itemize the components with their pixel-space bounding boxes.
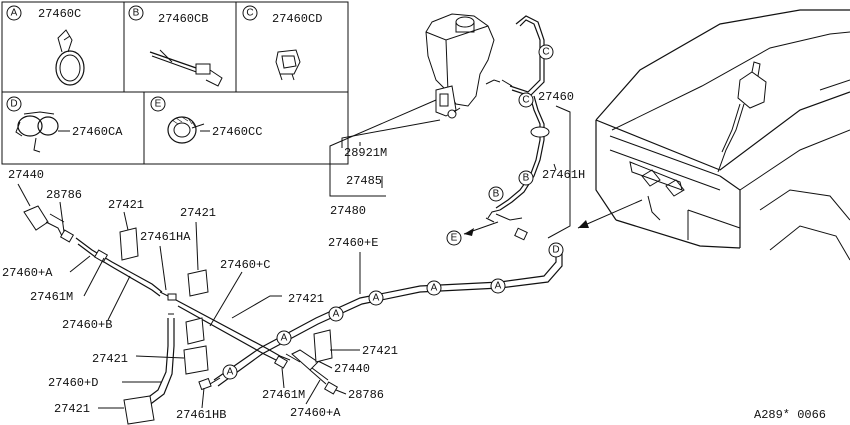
callout-c-2: C bbox=[518, 92, 534, 108]
svg-text:C: C bbox=[542, 47, 549, 58]
part-label: 27440 bbox=[8, 168, 44, 182]
callout-b-1: B bbox=[518, 170, 534, 186]
callout-a-4: A bbox=[490, 278, 506, 294]
tube-27460D bbox=[141, 313, 175, 407]
legend-cell-d: D 27460CA bbox=[6, 96, 123, 153]
legend-frame bbox=[1, 1, 349, 165]
svg-text:A: A bbox=[281, 333, 288, 344]
washer-nozzle-left bbox=[23, 205, 75, 243]
drawing-code: A289* 0066 bbox=[754, 408, 826, 422]
legend-part-number: 27460CC bbox=[212, 125, 262, 139]
check-valve-icon bbox=[59, 229, 75, 243]
svg-text:E: E bbox=[451, 233, 458, 244]
cable-tie-icon bbox=[149, 49, 223, 87]
legend-part-number: 27460CA bbox=[72, 125, 123, 139]
pad-27421-c bbox=[185, 317, 205, 345]
callout-a-2: A bbox=[368, 290, 384, 306]
part-label: 27460+E bbox=[328, 236, 378, 250]
svg-text:B: B bbox=[523, 173, 530, 184]
part-label: 27461HB bbox=[176, 408, 226, 422]
pad-27421-f bbox=[313, 329, 333, 363]
legend-part-number: 27460C bbox=[38, 7, 81, 21]
svg-text:B: B bbox=[133, 8, 140, 19]
callout-a-6: A bbox=[222, 364, 238, 380]
part-label: 27461M bbox=[262, 388, 305, 402]
legend-cell-c: C 27460CD bbox=[242, 5, 322, 81]
part-label: 27461H bbox=[542, 168, 585, 182]
svg-text:A: A bbox=[227, 367, 234, 378]
part-label: 27460+D bbox=[48, 376, 98, 390]
part-label: 27485 bbox=[346, 174, 382, 188]
callout-b-2: B bbox=[488, 186, 504, 202]
part-label: 27460+B bbox=[62, 318, 112, 332]
callout-d: D bbox=[548, 242, 564, 258]
part-label: 28786 bbox=[46, 188, 82, 202]
legend-cell-b: B 27460CB bbox=[128, 5, 223, 87]
direction-arrows bbox=[463, 199, 643, 236]
legend-letter: A bbox=[11, 8, 18, 19]
svg-text:A: A bbox=[431, 283, 438, 294]
part-label: 27480 bbox=[330, 204, 366, 218]
pad-27421-d bbox=[183, 345, 209, 375]
tank-cap-icon bbox=[455, 16, 475, 28]
part-label: 27460+A bbox=[2, 266, 53, 280]
legend-cell-e: E 27460CC bbox=[150, 96, 262, 144]
rear-wiper-motor-icon bbox=[737, 71, 767, 109]
part-label: 27460 bbox=[538, 90, 574, 104]
part-label: 27421 bbox=[288, 292, 324, 306]
svg-text:A: A bbox=[333, 309, 340, 320]
callout-a-1: A bbox=[328, 306, 344, 322]
svg-text:D: D bbox=[10, 99, 17, 110]
part-label: 28786 bbox=[348, 388, 384, 402]
part-label: 28921M bbox=[344, 146, 387, 160]
part-label: 27460+A bbox=[290, 406, 341, 420]
callout-a-3: A bbox=[426, 280, 442, 296]
hose-clip-icon bbox=[55, 29, 85, 86]
grommet-icon bbox=[530, 126, 550, 138]
connector-27461HB bbox=[198, 377, 221, 391]
part-label: 27421 bbox=[54, 402, 90, 416]
double-clip-icon bbox=[15, 111, 59, 153]
washer-pump bbox=[435, 85, 461, 119]
pad-27421-a bbox=[119, 227, 139, 261]
svg-text:C: C bbox=[246, 8, 253, 19]
clip-legend: A 27460C B 27460CB C bbox=[1, 1, 349, 165]
svg-text:A: A bbox=[373, 293, 380, 304]
part-label: 27461M bbox=[30, 290, 73, 304]
svg-text:D: D bbox=[552, 245, 559, 256]
part-label: 27421 bbox=[180, 206, 216, 220]
legend-part-number: 27460CD bbox=[272, 12, 322, 26]
pad-27421-b bbox=[187, 269, 209, 297]
washer-tank bbox=[425, 13, 501, 107]
band-clamp-icon bbox=[167, 116, 205, 144]
svg-text:A: A bbox=[495, 281, 502, 292]
pad-27421-e bbox=[123, 395, 155, 425]
callout-c-1: C bbox=[538, 44, 554, 60]
leader-27460 bbox=[547, 105, 571, 239]
vehicle-outline bbox=[595, 9, 850, 261]
legend-cell-a: A 27460C bbox=[6, 5, 85, 86]
tube-27460B bbox=[75, 237, 177, 301]
tube-27460C bbox=[175, 299, 291, 361]
callout-a-5: A bbox=[276, 330, 292, 346]
part-label: 27421 bbox=[362, 344, 398, 358]
part-label: 27461HA bbox=[140, 230, 191, 244]
part-label: 27421 bbox=[92, 352, 128, 366]
svg-text:E: E bbox=[155, 99, 162, 110]
part-label: 27421 bbox=[108, 198, 144, 212]
legend-part-number: 27460CB bbox=[158, 12, 208, 26]
pump-leader-lines bbox=[329, 99, 441, 197]
svg-text:B: B bbox=[493, 189, 500, 200]
part-label: 27460+C bbox=[220, 258, 270, 272]
part-label: 27440 bbox=[334, 362, 370, 376]
callout-e: E bbox=[446, 230, 462, 246]
svg-text:C: C bbox=[522, 95, 529, 106]
retainer-clip-icon bbox=[275, 49, 301, 81]
